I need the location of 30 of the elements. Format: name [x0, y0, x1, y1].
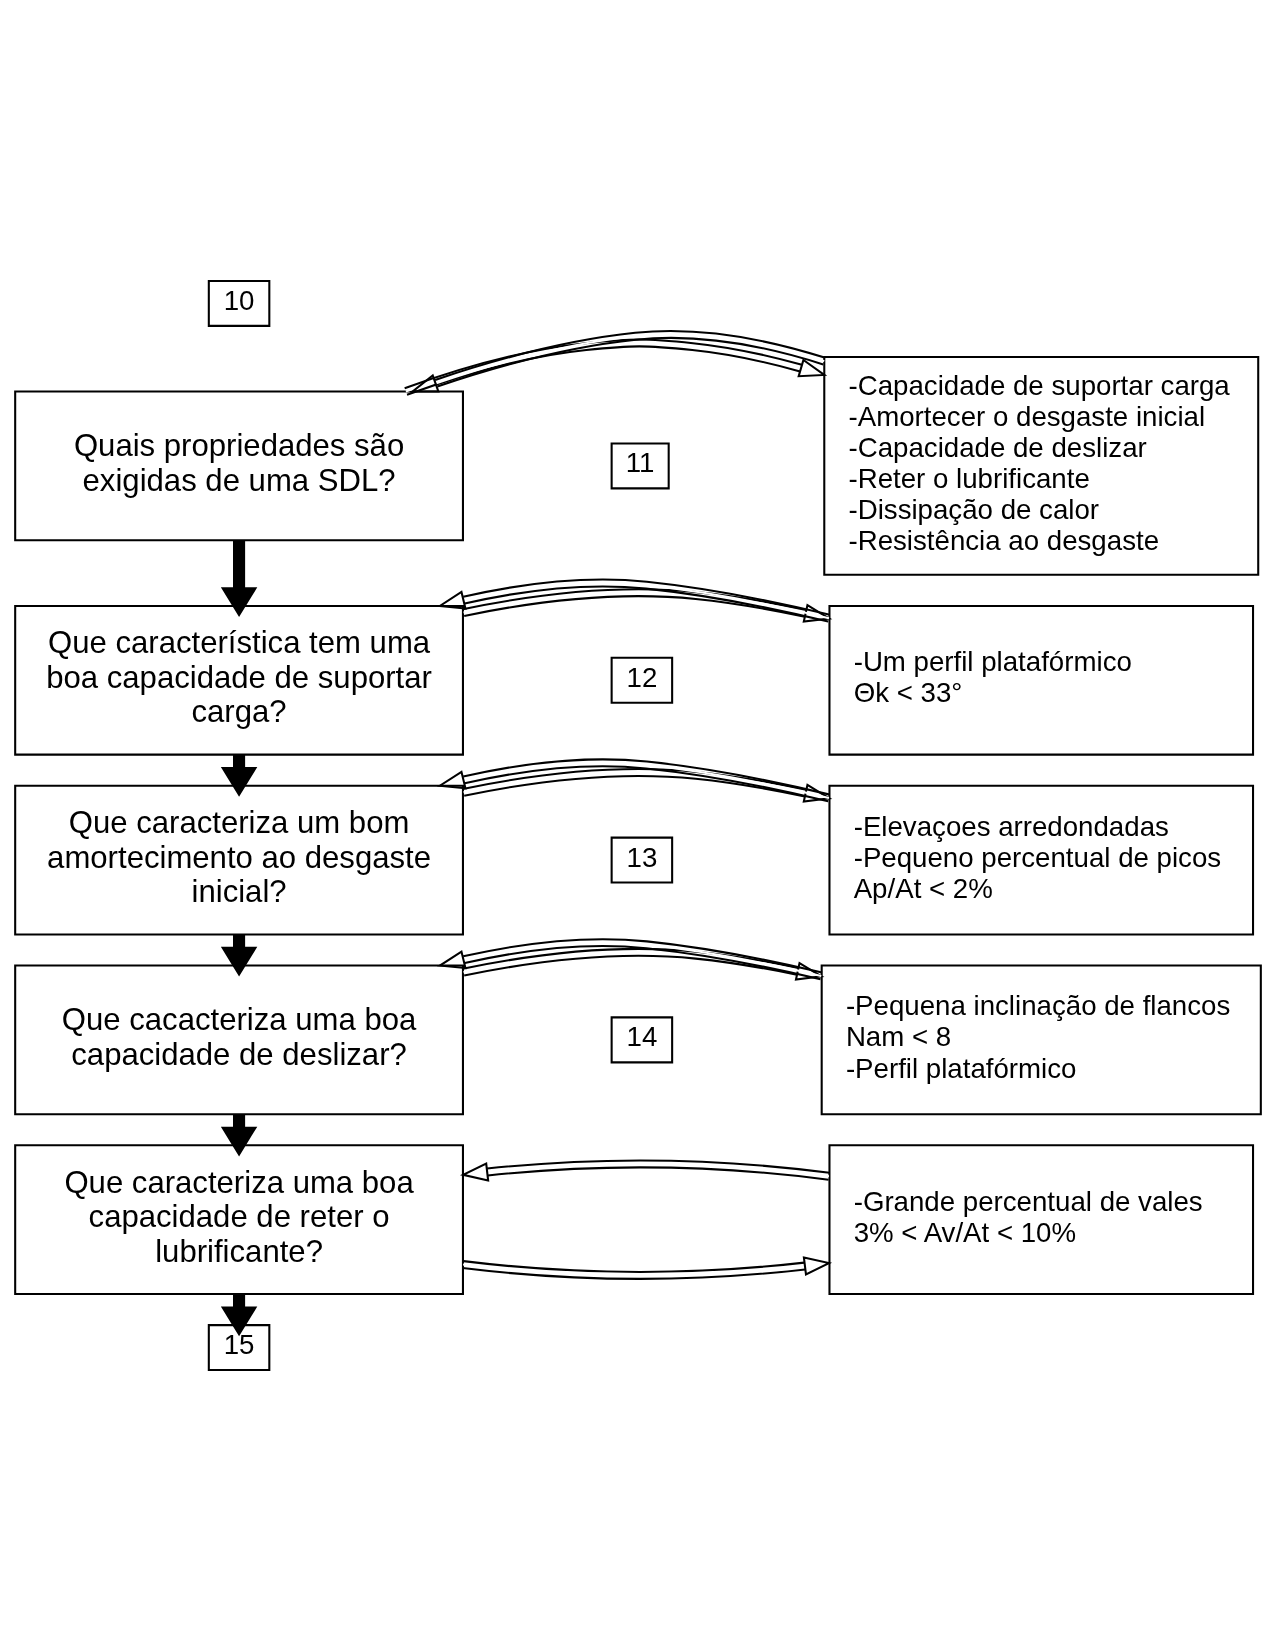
node-box: 15 — [207, 1323, 271, 1371]
node-box: Que cacacteriza uma boa capacidade de deslizar? — [14, 964, 464, 1115]
node-box: -Pequena inclinação de flancos Nam < 8 -Perfil platafórmico — [820, 964, 1262, 1115]
arrow — [462, 947, 825, 981]
node-box: 13 — [610, 836, 674, 884]
node-box: 12 — [610, 656, 674, 704]
arrow — [460, 1158, 830, 1182]
node-box: -Elevaçoes arredondadas -Pequeno percentual de picos Ap/At < 2% — [828, 784, 1255, 935]
arrow — [436, 578, 830, 623]
arrow — [220, 540, 258, 617]
arrow — [409, 329, 826, 392]
node-box: Que caracteriza um bom amortecimento ao desgaste inicial? — [14, 784, 464, 935]
node-box: -Capacidade de suportar carga -Amortecer o desgaste inicial -Capacidade de deslizar -Reter o lubrificante -Dissipação de calor -Resistência ao desgaste — [823, 355, 1260, 576]
arrow — [220, 754, 258, 797]
arrow — [462, 1255, 833, 1280]
arrow — [220, 1113, 258, 1156]
arrow — [436, 757, 830, 802]
node-box: 11 — [610, 441, 670, 489]
arrow — [404, 338, 828, 396]
arrow — [220, 934, 258, 977]
node-box: -Um perfil platafórmico Θk < 33° — [828, 604, 1255, 756]
arrow — [462, 587, 833, 623]
node-box: Que caracteriza uma boa capacidade de reter o lubrificante? — [14, 1143, 464, 1295]
node-box: -Grande percentual de vales 3% < Av/At < 10% — [828, 1143, 1255, 1295]
arrow — [462, 767, 833, 803]
arrow — [436, 937, 823, 980]
node-box: 14 — [610, 1015, 674, 1063]
node-box: Quais propriedades são exigidas de uma SDL? — [14, 390, 464, 541]
node-box: Que característica tem uma boa capacidade de suportar carga? — [14, 604, 464, 756]
node-box: 10 — [207, 279, 271, 327]
